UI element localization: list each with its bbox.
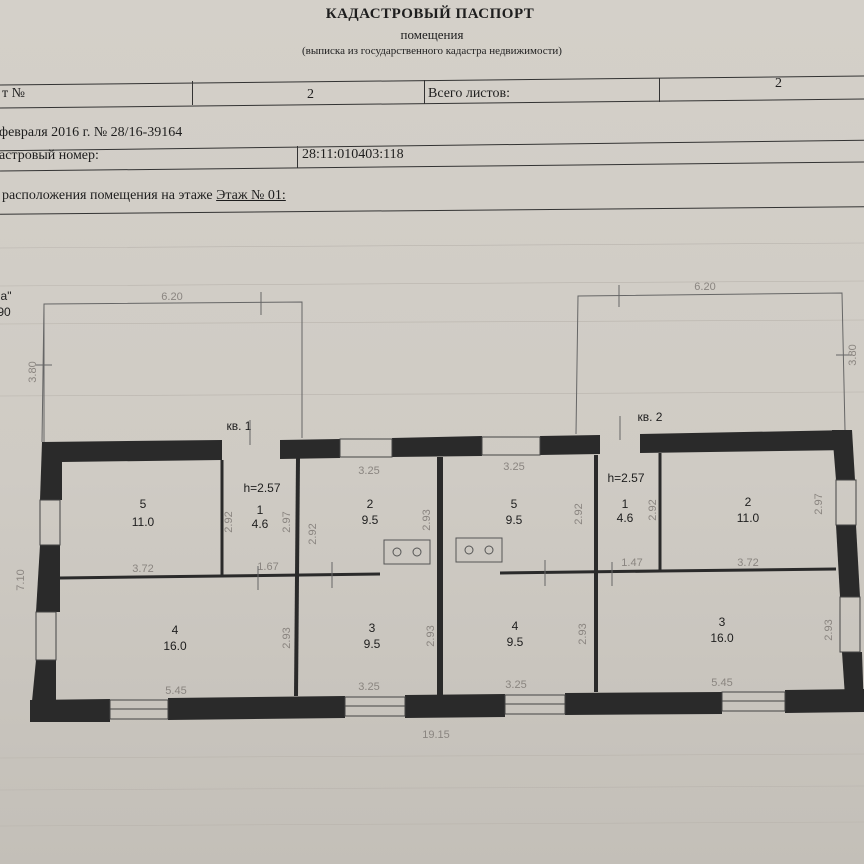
room-number: 1 (257, 503, 264, 517)
dim-inner: 2.93 (823, 619, 835, 640)
dim-inner: 3.25 (503, 461, 524, 473)
dim-inner: 1.67 (257, 561, 278, 573)
plan-caption-prefix: расположения помещения на этаже (2, 188, 213, 203)
dim-inner: 5.45 (711, 677, 732, 689)
room-number: 5 (511, 497, 518, 511)
dim-inner: 3.72 (737, 557, 758, 569)
total-sheets-value-divider (659, 78, 660, 102)
dim-left-height: 7.10 (15, 569, 27, 590)
sheet-number-cell-divider (192, 81, 193, 105)
room-area: 4.6 (617, 511, 634, 525)
dim-porch-left-depth: 3.80 (27, 361, 39, 382)
total-sheets-cell-divider (424, 80, 425, 104)
exterior-walls (30, 430, 864, 722)
porch-outlines (36, 285, 852, 443)
windows (35, 436, 861, 720)
room-area: 4.6 (252, 517, 269, 531)
apartment-2-label: кв. 2 (638, 410, 663, 424)
stoves (383, 537, 503, 565)
cadastral-number-label: астровый номер: (0, 148, 99, 163)
plan-labels: а" 90 кв. 1 кв. 2 h=2.57 h=2.57 5 11.0 1… (0, 289, 760, 653)
dim-inner: 2.97 (813, 493, 825, 514)
room-number: 4 (512, 619, 519, 633)
dim-inner: 2.92 (647, 499, 659, 520)
dim-inner: 3.72 (132, 563, 153, 575)
sheet-number-label: т № (2, 86, 25, 101)
dim-inner: 5.45 (165, 685, 186, 697)
room-number: 2 (367, 497, 374, 511)
room-number: 3 (719, 615, 726, 629)
dim-inner: 2.93 (421, 509, 433, 530)
total-sheets-value: 2 (775, 76, 782, 91)
room-number: 1 (622, 497, 629, 511)
room-area: 9.5 (506, 513, 523, 527)
total-sheets-label: Всего листов: (428, 86, 510, 101)
room-area: 9.5 (364, 637, 381, 651)
dim-inner: 1.47 (621, 557, 642, 569)
dim-inner: 2.97 (281, 511, 293, 532)
dim-inner: 3.25 (358, 681, 379, 693)
room-number: 5 (140, 497, 147, 511)
plan-caption: расположения помещения на этаже Этаж № 0… (2, 188, 286, 204)
interior-walls (59, 453, 837, 697)
sheet-number-value: 2 (307, 87, 314, 102)
cadastral-cell-divider (297, 146, 298, 168)
apartment-1-label: кв. 1 (227, 419, 252, 433)
door-markers (249, 416, 621, 590)
edge-label-bottom: 90 (0, 305, 11, 319)
dim-porch-left-width: 6.20 (161, 291, 182, 303)
height-label-2: h=2.57 (607, 471, 644, 485)
room-area: 11.0 (132, 515, 155, 529)
document-title: КАДАСТРОВЫЙ ПАСПОРТ (325, 6, 535, 22)
room-area: 16.0 (163, 639, 187, 653)
plan-caption-floor: Этаж № 01: (216, 188, 286, 203)
dim-porch-right-depth: 3.80 (847, 344, 859, 365)
dim-inner: 2.92 (573, 503, 585, 524)
dim-inner: 2.93 (281, 627, 293, 648)
room-area: 9.5 (362, 513, 379, 527)
dimension-labels: 6.20 6.20 3.80 3.80 19.15 7.10 3.72 1.67… (15, 281, 859, 741)
dim-total-length: 19.15 (422, 729, 450, 741)
room-area: 11.0 (737, 511, 760, 525)
extract-date-number: февраля 2016 г. № 28/16-39164 (0, 125, 183, 140)
room-number: 3 (369, 621, 376, 635)
grid-lines (0, 242, 864, 827)
dim-inner: 2.93 (577, 623, 589, 644)
room-area: 9.5 (507, 635, 524, 649)
dim-inner: 2.93 (425, 625, 437, 646)
dim-inner: 2.92 (307, 523, 319, 544)
dim-porch-right-width: 6.20 (694, 281, 715, 293)
room-area: 16.0 (710, 631, 734, 645)
dim-inner: 2.92 (223, 511, 235, 532)
document-note: (выписка из государственного кадастра не… (302, 45, 562, 57)
room-number: 2 (745, 495, 752, 509)
dim-inner: 3.25 (505, 679, 526, 691)
room-number: 4 (172, 623, 179, 637)
edge-label-top: а" (1, 289, 12, 303)
cadastral-number-value: 28:11:010403:118 (302, 147, 404, 162)
height-label-1: h=2.57 (243, 481, 280, 495)
document-subtitle: помещения (400, 27, 464, 42)
dim-inner: 3.25 (358, 465, 379, 477)
